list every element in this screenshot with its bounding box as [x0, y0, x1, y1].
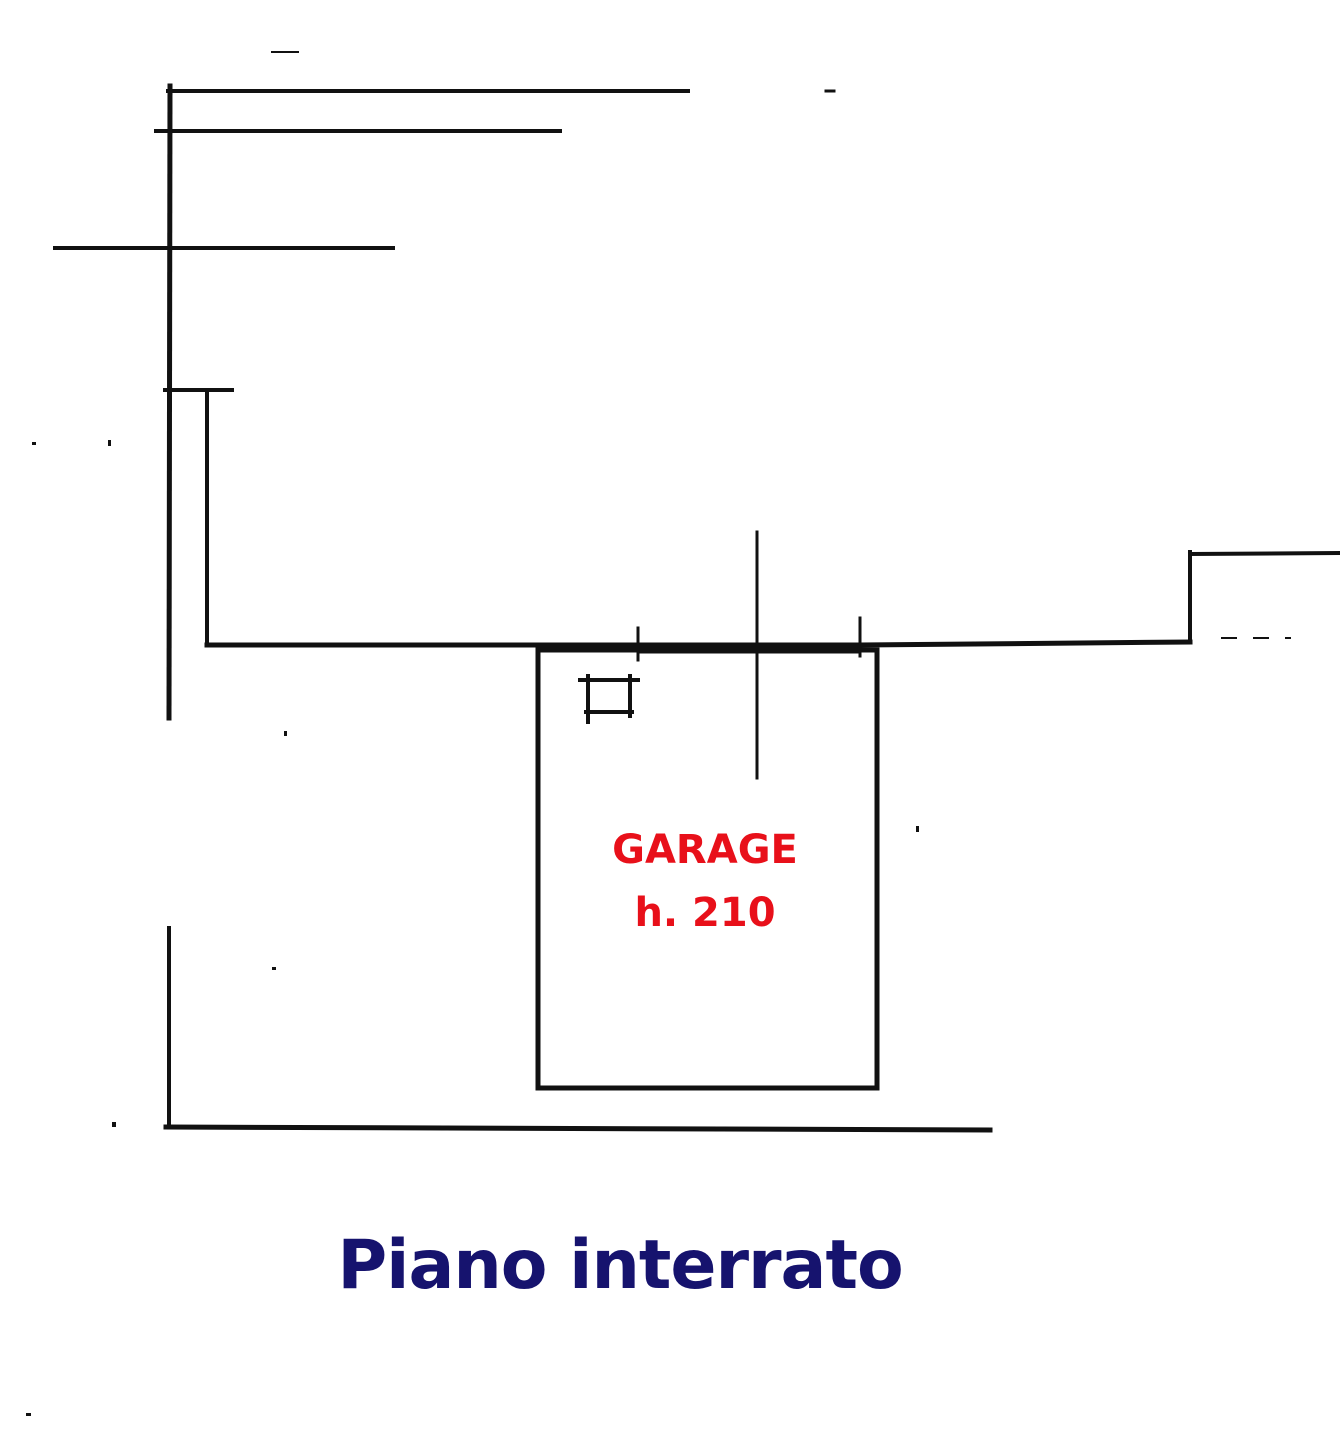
- bottom-walls: [163, 1124, 993, 1133]
- room-name-label: GARAGE: [612, 827, 798, 873]
- floor-title: Piano interrato: [337, 1226, 903, 1305]
- garage-walls: [535, 647, 880, 1091]
- fixture-icon: [578, 674, 640, 724]
- middle-walls: [204, 530, 1340, 780]
- room-height-label: h. 210: [634, 890, 776, 936]
- scan-marks: [26, 440, 919, 1416]
- left-walls: [163, 83, 234, 1129]
- upper-walls: [53, 51, 836, 250]
